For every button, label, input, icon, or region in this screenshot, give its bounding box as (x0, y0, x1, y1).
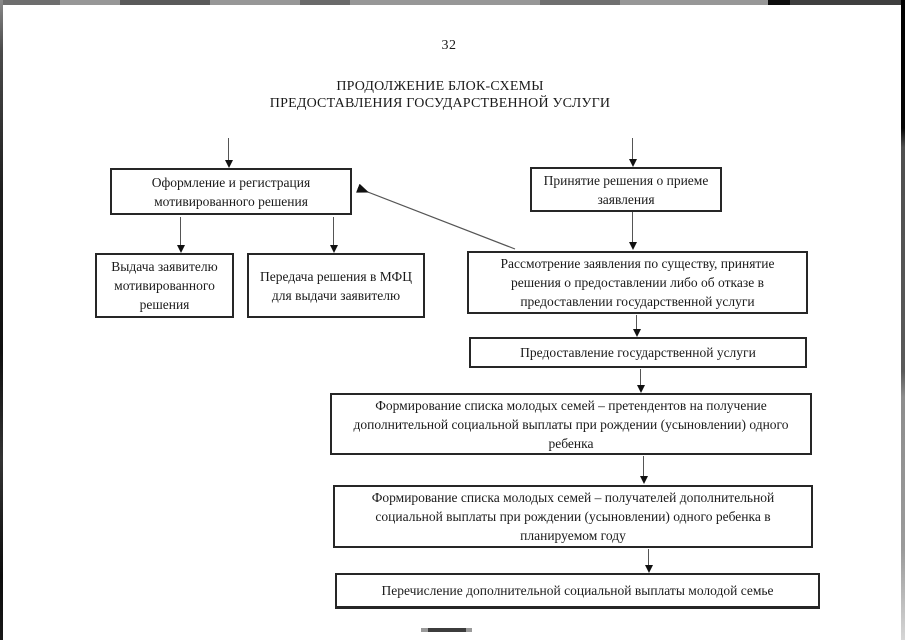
flow-box-issue-to-applicant: Выдача заявителю мотивированного решения (95, 253, 234, 318)
scan-artifact-top-edge (0, 0, 905, 5)
arrow-acceptance-to-consideration (628, 212, 637, 250)
page-title: ПРОДОЛЖЕНИЕ БЛОК-СХЕМЫ ПРЕДОСТАВЛЕНИЯ ГО… (0, 78, 880, 112)
arrow-provision-to-candidates (636, 369, 645, 393)
scan-artifact-segment (540, 0, 620, 5)
flow-box-transfer-to-mfc: Передача решения в МФЦ для выдачи заявит… (247, 253, 425, 318)
page-title-line-2: ПРЕДОСТАВЛЕНИЯ ГОСУДАРСТВЕННОЙ УСЛУГИ (269, 96, 611, 111)
arrow-recipients-to-payment (644, 549, 653, 573)
flow-box-registration: Оформление и регистрация мотивированного… (110, 168, 352, 215)
arrow-incoming-to-acceptance (628, 138, 637, 167)
scan-artifact-right-edge (901, 0, 905, 640)
flow-box-consideration: Рассмотрение заявления по существу, прин… (467, 251, 808, 314)
arrow-registration-to-mfc (329, 217, 338, 253)
scan-artifact-segment (768, 0, 790, 5)
arrow-registration-to-issue (176, 217, 185, 253)
arrow-consideration-to-registration (356, 183, 516, 250)
flow-box-candidates-list: Формирование списка молодых семей – прет… (330, 393, 812, 455)
arrow-incoming-to-registration (224, 138, 233, 168)
flow-box-service-provision: Предоставление государственной услуги (469, 337, 807, 368)
scan-artifact-segment (428, 628, 466, 632)
flow-box-acceptance: Принятие решения о приеме заявления (530, 167, 722, 212)
flow-box-recipients-list: Формирование списка молодых семей – полу… (333, 485, 813, 548)
flow-box-payment-transfer: Перечисление дополнительной социальной в… (335, 573, 820, 609)
scan-artifact-segment (0, 0, 60, 5)
page-title-line-1: ПРОДОЛЖЕНИЕ БЛОК-СХЕМЫ (336, 79, 544, 94)
arrow-consideration-to-provision (632, 315, 641, 337)
scan-artifact-segment (120, 0, 210, 5)
arrow-candidates-to-recipients (639, 456, 648, 484)
scan-artifact-segment (790, 0, 905, 5)
scan-artifact-bottom-mark (421, 628, 472, 632)
page-number: 32 (441, 38, 457, 53)
scan-artifact-left-edge (0, 0, 3, 640)
scan-artifact-segment (300, 0, 350, 5)
